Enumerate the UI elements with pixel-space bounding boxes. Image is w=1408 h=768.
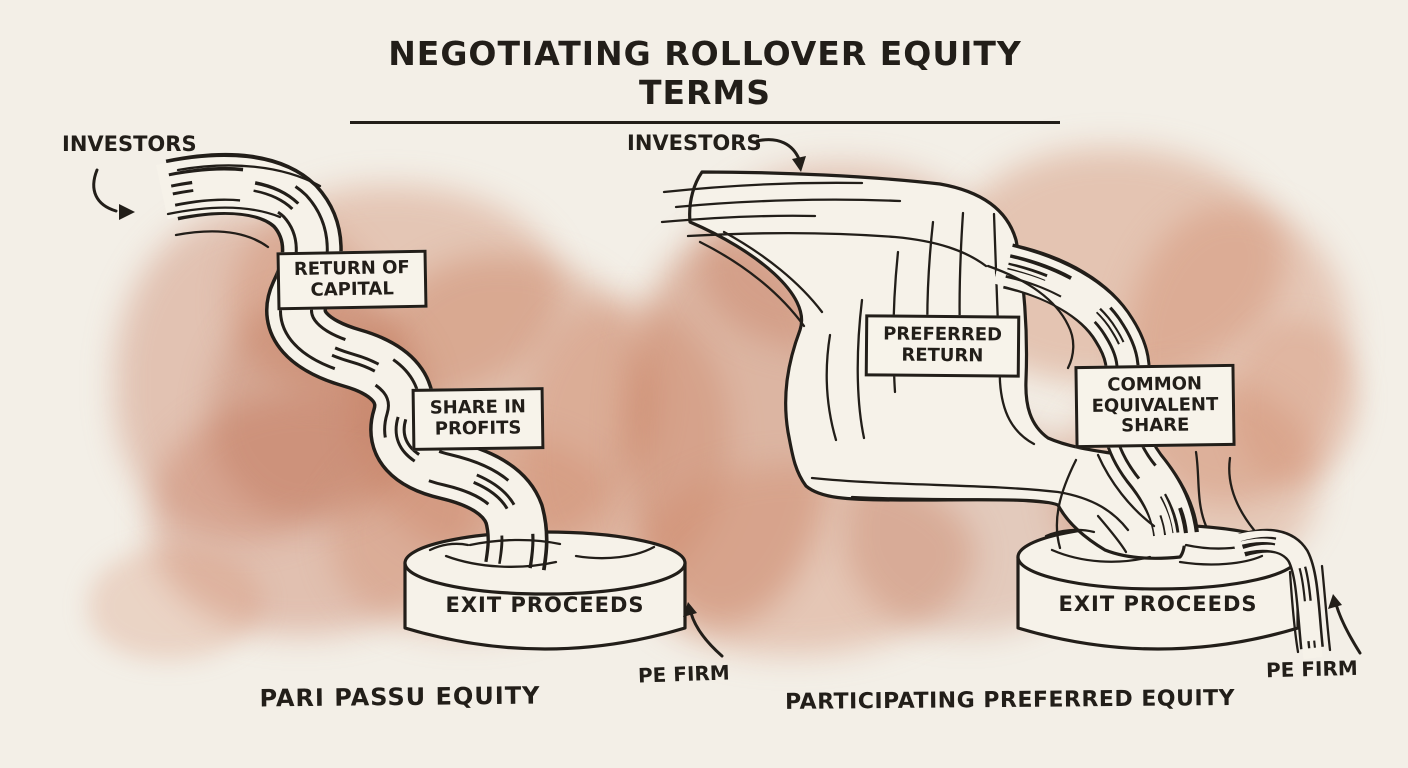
left-tier1-box: RETURN OF CAPITAL: [276, 249, 428, 311]
left-investors-arrow: [92, 168, 135, 220]
left-pe-firm-arrow: [683, 602, 724, 658]
right-diagram-caption: PARTICIPATING PREFERRED EQUITY: [784, 685, 1236, 715]
right-overflow-spill: [1231, 528, 1332, 660]
right-investors-label: INVESTORS: [627, 131, 762, 155]
left-pe-firm-label: PE FIRM: [637, 660, 731, 688]
watercolor-blob: [88, 548, 263, 660]
left-pool-label: EXIT PROCEEDS: [445, 593, 645, 617]
left-tier2-box: SHARE IN PROFITS: [411, 387, 545, 451]
right-investors-arrow: [755, 138, 806, 172]
left-diagram-caption: PARI PASSU EQUITY: [259, 681, 541, 713]
left-pool-ripples: [428, 538, 656, 568]
left-investors-label: INVESTORS: [62, 132, 197, 156]
right-pool-label: EXIT PROCEEDS: [1058, 592, 1258, 616]
page-title: NEGOTIATING ROLLOVER EQUITY TERMS: [350, 34, 1060, 124]
right-pe-firm-label: PE FIRM: [1265, 655, 1359, 683]
right-pe-firm-arrow: [1328, 594, 1362, 655]
right-tier1-box: PREFERRED RETURN: [864, 314, 1021, 378]
watercolor-blob: [1235, 320, 1360, 485]
left-waterfall-stream: [156, 152, 549, 581]
left-exit-proceeds-pool: [403, 530, 687, 651]
right-tier2-box: COMMON EQUIVALENT SHARE: [1074, 363, 1236, 449]
